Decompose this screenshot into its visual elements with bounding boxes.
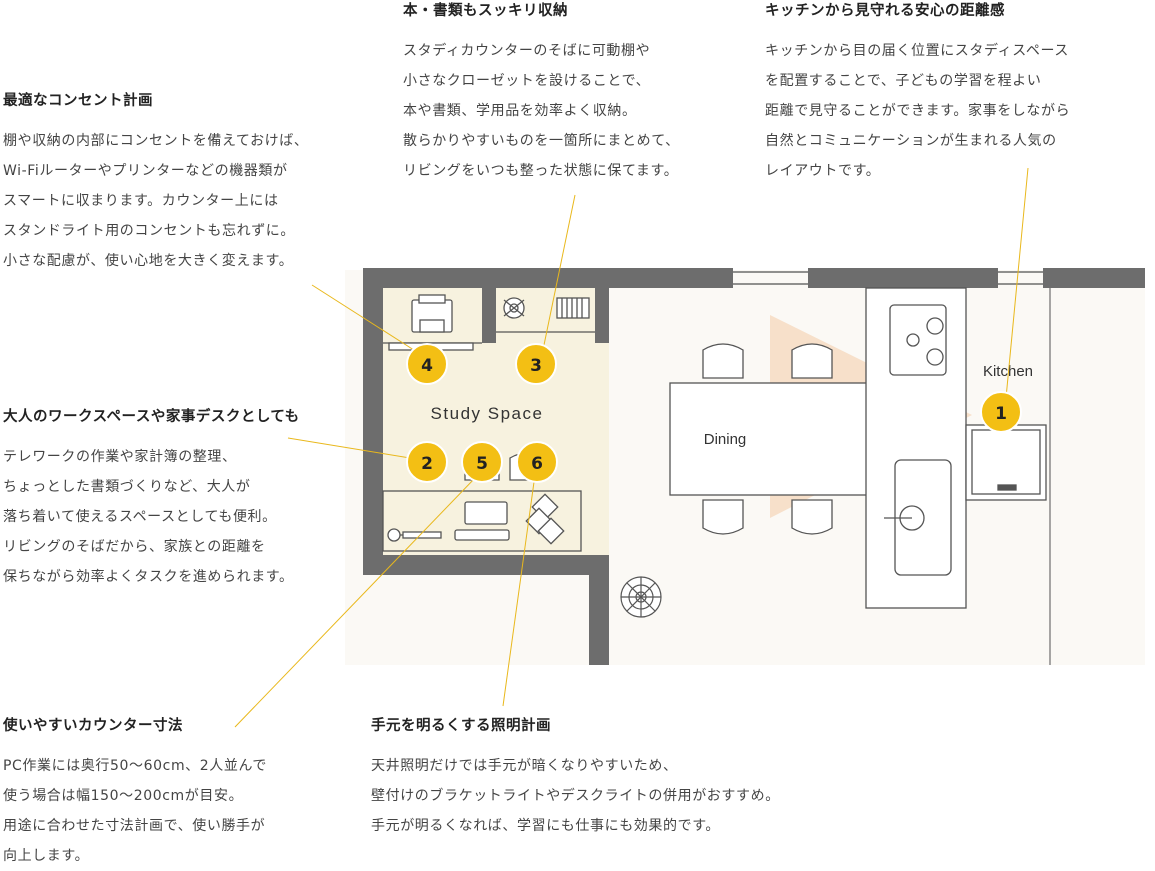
marker-5: 5	[461, 441, 503, 483]
annotation-line: を配置することで、子どもの学習を程よい	[765, 73, 1042, 89]
marker-2: 2	[406, 441, 448, 483]
annotation-line: 距離で見守ることができます。家事をしながら	[765, 103, 1071, 119]
annotation-line: ちょっとした書類づくりなど、大人が	[3, 479, 251, 495]
annotation-kitchen-view: キッチンから見守れる安心の距離感 キッチンから目の届く位置にスタディスペース を…	[765, 2, 1070, 186]
dining-label: Dining	[704, 431, 747, 448]
study-counter	[382, 490, 582, 552]
marker-4: 4	[406, 343, 448, 385]
annotation-line: 小さなクローゼットを設けることで、	[403, 73, 651, 89]
closet	[496, 297, 595, 333]
marker-6: 6	[516, 441, 558, 483]
marker-3: 3	[515, 343, 557, 385]
annotation-line: 落ち着いて使えるスペースとしても便利。	[3, 509, 277, 525]
annotation-line: 保ちながら効率よくタスクを進められます。	[3, 569, 294, 585]
annotation-line: レイアウトです。	[765, 163, 881, 179]
annotation-line: 向上します。	[3, 848, 90, 864]
dining-set	[669, 343, 871, 535]
annotation-line: PC作業には奥行50〜60cm、2人並んで	[3, 758, 267, 774]
annotation-line: 棚や収納の内部にコンセントを備えておけば、	[3, 133, 309, 149]
windows	[733, 271, 1043, 285]
annotation-title: 手元を明るくする照明計画	[371, 718, 551, 734]
annotation-title: 本・書類もスッキリ収納	[403, 3, 568, 19]
svg-text:5: 5	[476, 454, 488, 474]
annotation-line: スマートに収まります。カウンター上には	[3, 193, 279, 209]
annotation-books: 本・書類もスッキリ収納 スタディカウンターのそばに可動棚や 小さなクローゼットを…	[403, 2, 680, 186]
annotation-line: 壁付けのブラケットライトやデスクライトの併用がおすすめ。	[371, 788, 780, 804]
study-space-label: Study Space	[431, 404, 544, 423]
svg-text:2: 2	[421, 454, 433, 474]
annotation-line: Wi-Fiルーターやプリンターなどの機器類が	[3, 163, 288, 179]
annotation-line: スタディカウンターのそばに可動棚や	[403, 43, 651, 59]
annotation-outlet: 最適なコンセント計画 棚や収納の内部にコンセントを備えておけば、 Wi-Fiルー…	[3, 92, 308, 276]
annotation-line: 使う場合は幅150〜200cmが目安。	[3, 788, 244, 804]
annotation-adult: 大人のワークスペースや家事デスクとしても テレワークの作業や家計簿の整理、 ちょ…	[3, 408, 300, 592]
kitchen-label: Kitchen	[983, 363, 1033, 380]
kitchen-appliance	[965, 424, 1047, 501]
marker-1: 1	[980, 391, 1022, 433]
markers: 1 2 3 4 5 6	[406, 343, 1022, 483]
svg-text:3: 3	[530, 356, 542, 376]
annotation-line: 天井照明だけでは手元が暗くなりやすいため、	[371, 758, 678, 774]
leader-lines	[234, 167, 1029, 728]
svg-text:4: 4	[421, 356, 433, 376]
walls	[363, 268, 1145, 665]
kitchen-island	[865, 287, 967, 609]
annotation-line: キッチンから目の届く位置にスタディスペース	[765, 43, 1069, 59]
annotation-line: 自然とコミュニケーションが生まれる人気の	[765, 133, 1057, 149]
svg-text:6: 6	[531, 454, 543, 474]
annotation-line: 用途に合わせた寸法計画で、使い勝手が	[3, 818, 266, 834]
annotation-lighting: 手元を明るくする照明計画 天井照明だけでは手元が暗くなりやすいため、 壁付けのブ…	[371, 717, 780, 841]
annotation-line: リビングのそばだから、家族との距離を	[3, 539, 266, 555]
annotation-title: キッチンから見守れる安心の距離感	[765, 3, 1005, 19]
annotation-line: スタンドライト用のコンセントも忘れずに。	[3, 223, 295, 239]
annotation-counter: 使いやすいカウンター寸法 PC作業には奥行50〜60cm、2人並んで 使う場合は…	[3, 717, 267, 871]
annotation-line: 本や書類、学用品を効率よく収納。	[403, 103, 637, 119]
annotation-line: リビングをいつも整った状態に保てます。	[403, 163, 679, 179]
annotation-line: 散らかりやすいものを一箇所にまとめて、	[403, 133, 680, 149]
annotation-title: 最適なコンセント計画	[3, 93, 153, 109]
annotation-title: 使いやすいカウンター寸法	[3, 718, 183, 734]
annotation-title: 大人のワークスペースや家事デスクとしても	[3, 409, 300, 425]
svg-text:1: 1	[995, 404, 1007, 424]
annotation-line: テレワークの作業や家計簿の整理、	[3, 449, 237, 465]
annotation-line: 手元が明るくなれば、学習にも仕事にも効果的です。	[371, 818, 720, 834]
annotation-line: 小さな配慮が、使い心地を大きく変えます。	[3, 253, 294, 269]
plant	[620, 576, 662, 618]
